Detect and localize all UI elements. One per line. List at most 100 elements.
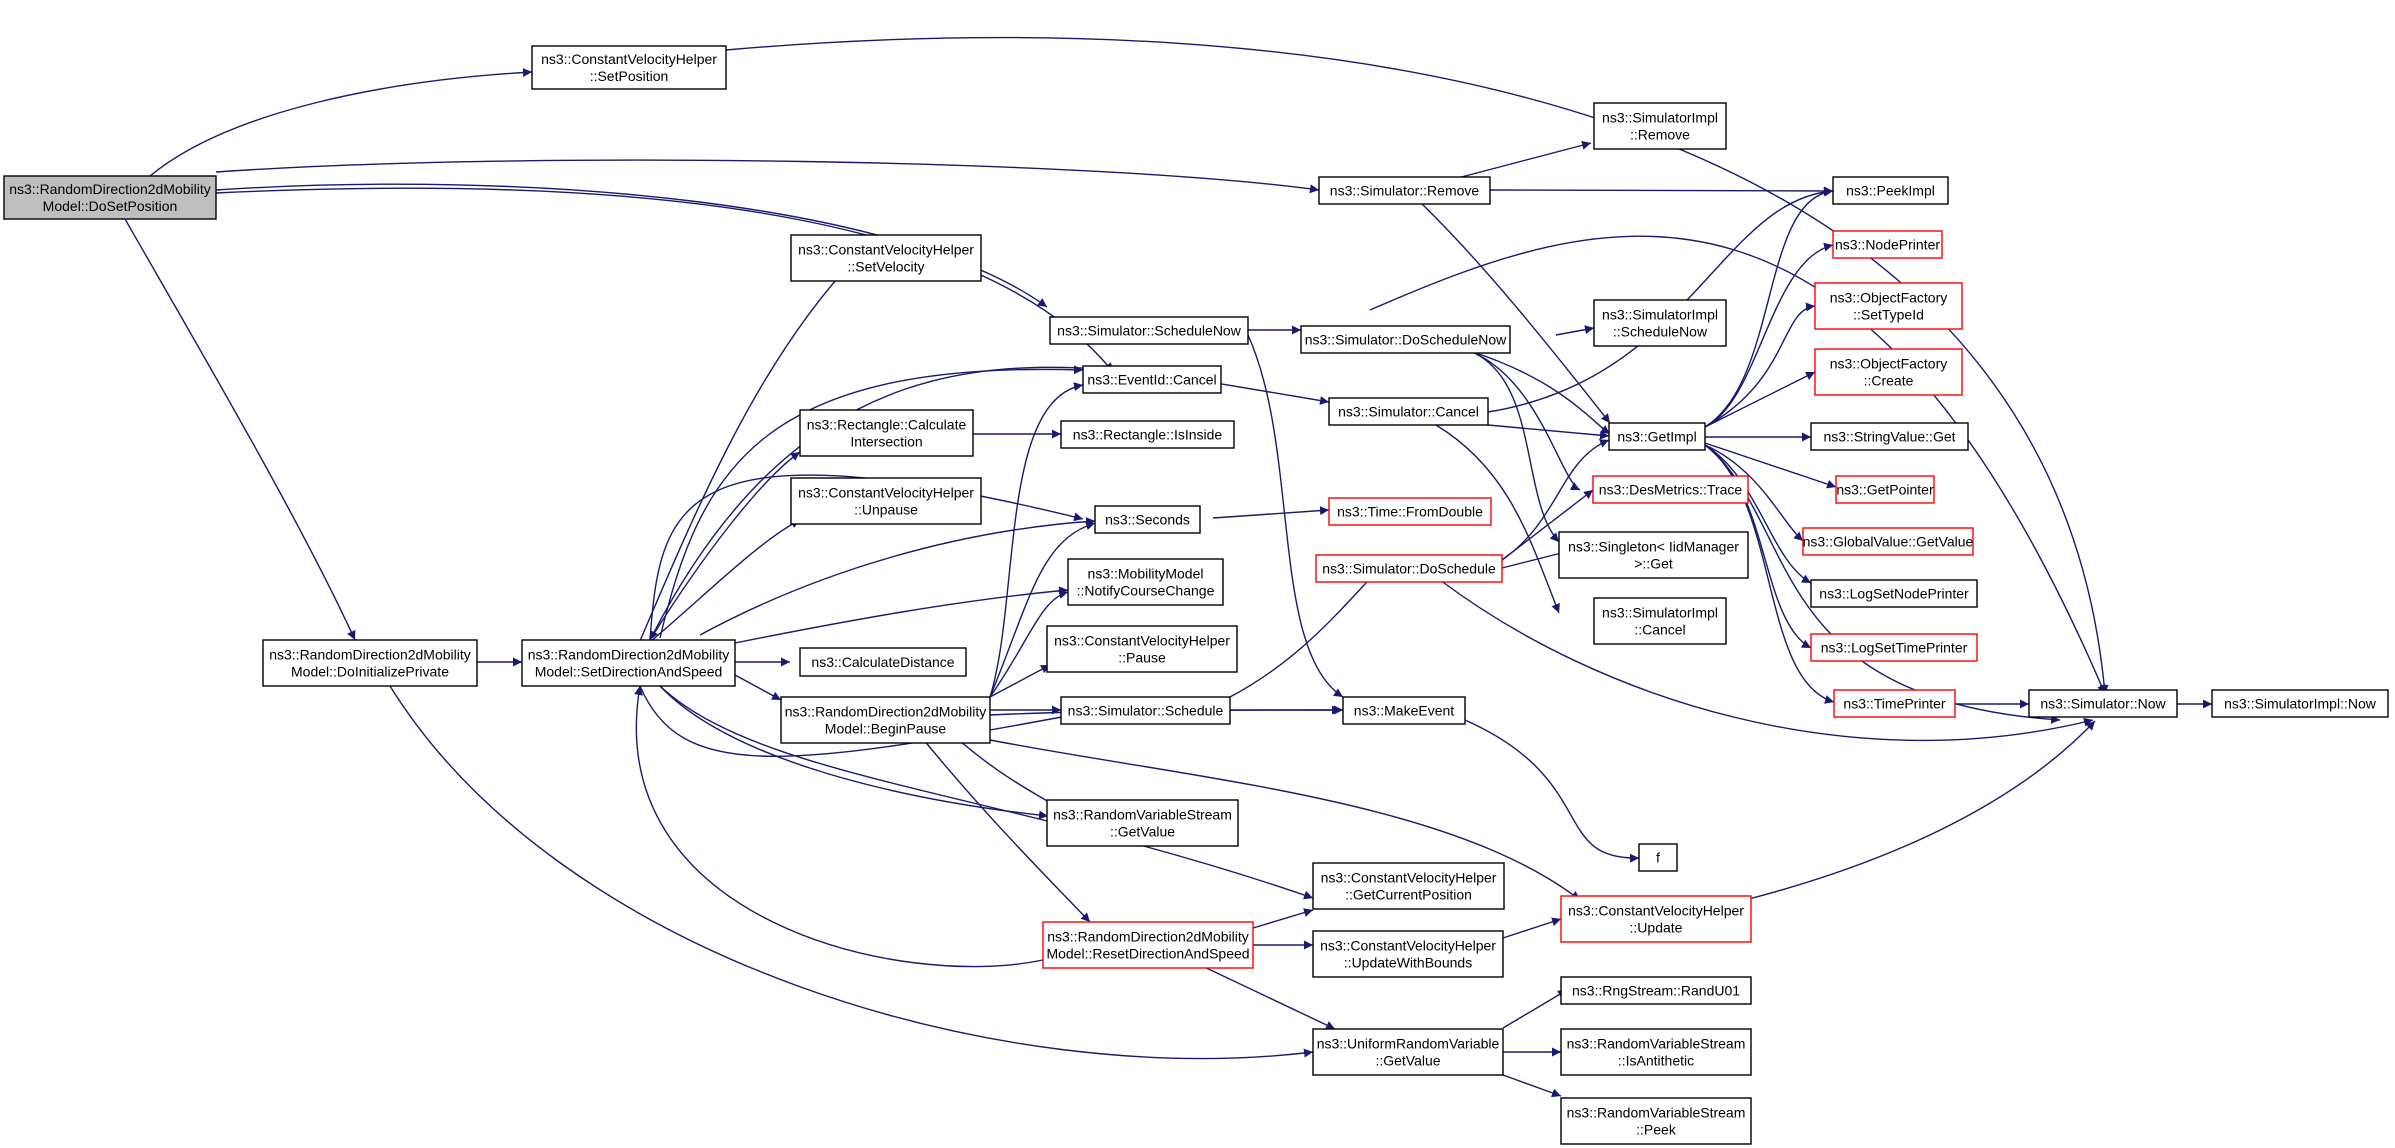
node-box (1060, 420, 1235, 449)
node-sim-now[interactable]: ns3::Simulator::Now (2028, 689, 2178, 718)
node-cvh-getpos[interactable]: ns3::ConstantVelocityHelper::GetCurrentP… (1312, 862, 1505, 910)
node-box (1082, 365, 1222, 394)
edge (1502, 989, 1568, 1029)
edge (1489, 186, 1834, 196)
node-label: Model::ResetDirectionAndSpeed (1046, 946, 1249, 962)
node-box (1832, 176, 1949, 205)
node-label: ns3::GetImpl (1617, 429, 1696, 445)
edge (989, 521, 1096, 698)
edge (389, 685, 1314, 1060)
node-rvs-getvalue[interactable]: ns3::RandomVariableStream::GetValue (1046, 799, 1239, 847)
edge (1555, 325, 1595, 336)
node-label: ns3::GetPointer (1836, 482, 1934, 498)
node-cvh-updbounds[interactable]: ns3::ConstantVelocityHelper::UpdateWithB… (1312, 930, 1504, 978)
node-box (799, 647, 967, 677)
node-label: ns3::RandomVariableStream (1053, 807, 1232, 823)
node-time-fromdouble[interactable]: ns3::Time::FromDouble (1328, 497, 1492, 526)
node-label: ::SetTypeId (1853, 307, 1924, 323)
node-label: ns3::ConstantVelocityHelper (1568, 903, 1744, 919)
node-setdir[interactable]: ns3::RandomDirection2dMobilityModel::Set… (521, 639, 736, 687)
node-resetdir[interactable]: ns3::RandomDirection2dMobilityModel::Res… (1042, 921, 1254, 969)
node-box (1833, 689, 1956, 718)
node-label: ns3::ObjectFactory (1830, 290, 1948, 306)
node-nodeprinter[interactable]: ns3::NodePrinter (1832, 230, 1943, 259)
node-of-create[interactable]: ns3::ObjectFactory::Create (1814, 348, 1963, 396)
node-makeevent[interactable]: ns3::MakeEvent (1342, 696, 1466, 725)
node-sim-schednow[interactable]: ns3::Simulator::ScheduleNow (1049, 316, 1249, 345)
node-label: ns3::RandomVariableStream (1567, 1105, 1746, 1121)
node-box (1560, 976, 1752, 1005)
node-sim-cancel[interactable]: ns3::Simulator::Cancel (1328, 397, 1489, 426)
node-sim-doschednow[interactable]: ns3::Simulator::DoScheduleNow (1300, 325, 1511, 354)
node-simimpl-now[interactable]: ns3::SimulatorImpl::Now (2211, 689, 2389, 718)
node-cvh-setpos[interactable]: ns3::ConstantVelocityHelper::SetPosition (531, 45, 727, 90)
node-box (1328, 397, 1489, 426)
node-box (1560, 1097, 1752, 1145)
node-dosetpos[interactable]: ns3::RandomDirection2dMobilityModel::DoS… (3, 175, 217, 220)
node-urv-getvalue[interactable]: ns3::UniformRandomVariable::GetValue (1312, 1028, 1504, 1076)
node-sim-dosched[interactable]: ns3::Simulator::DoSchedule (1315, 554, 1503, 583)
node-sim-remove[interactable]: ns3::Simulator::Remove (1318, 176, 1491, 205)
node-label: Model::BeginPause (825, 721, 947, 737)
node-label: ns3::UniformRandomVariable (1317, 1036, 1500, 1052)
edge (1704, 444, 1835, 704)
node-label: ns3::StringValue::Get (1823, 429, 1955, 445)
node-box (1832, 230, 1943, 259)
edge (124, 218, 356, 641)
node-getpointer[interactable]: ns3::GetPointer (1835, 475, 1935, 504)
node-cvh-unpause[interactable]: ns3::ConstantVelocityHelper::Unpause (790, 477, 982, 525)
node-rvs-isanti[interactable]: ns3::RandomVariableStream::IsAntithetic (1560, 1028, 1752, 1076)
node-cvh-pause[interactable]: ns3::ConstantVelocityHelper::Pause (1046, 625, 1238, 673)
edge (909, 722, 1091, 923)
node-cvh-setvel[interactable]: ns3::ConstantVelocityHelper::SetVelocity (790, 234, 982, 282)
edge (989, 382, 1084, 698)
node-simimpl-cancel[interactable]: ns3::SimulatorImpl::Cancel (1593, 597, 1727, 645)
edge (1704, 442, 1837, 489)
node-f[interactable]: f (1638, 843, 1678, 872)
node-label: ::SetVelocity (847, 259, 924, 275)
node-logsettimeprinter[interactable]: ns3::LogSetTimePrinter (1810, 633, 1978, 662)
node-singleton[interactable]: ns3::Singleton< IidManager>::Get (1558, 531, 1749, 579)
node-label: f (1656, 850, 1660, 866)
node-box (1318, 176, 1491, 205)
edge (989, 739, 1581, 901)
node-peekimpl[interactable]: ns3::PeekImpl (1832, 176, 1949, 205)
node-rect-inside[interactable]: ns3::Rectangle::IsInside (1060, 420, 1235, 449)
node-stringvalue-get[interactable]: ns3::StringValue::Get (1810, 422, 1969, 451)
node-simimpl-schednow[interactable]: ns3::SimulatorImpl::ScheduleNow (1593, 299, 1727, 347)
node-label: ::Remove (1630, 127, 1690, 143)
node-seconds[interactable]: ns3::Seconds (1094, 505, 1201, 534)
node-sim-schedule[interactable]: ns3::Simulator::Schedule (1060, 696, 1231, 725)
node-desmetrics[interactable]: ns3::DesMetrics::Trace (1592, 475, 1749, 504)
node-getimpl[interactable]: ns3::GetImpl (1608, 422, 1706, 451)
edge (1502, 1074, 1562, 1098)
edge (1435, 424, 1560, 614)
node-label: Model::DoInitializePrivate (291, 664, 449, 680)
edge (734, 674, 782, 701)
node-label: ns3::Simulator::Now (2040, 696, 2166, 712)
node-eventcancel[interactable]: ns3::EventId::Cancel (1082, 365, 1222, 394)
node-calcdist[interactable]: ns3::CalculateDistance (799, 647, 967, 677)
node-label: Model::SetDirectionAndSpeed (535, 664, 723, 680)
node-of-settypeid[interactable]: ns3::ObjectFactory::SetTypeId (1814, 282, 1963, 330)
node-cvh-update[interactable]: ns3::ConstantVelocityHelper::Update (1560, 895, 1752, 943)
node-timeprinter[interactable]: ns3::TimePrinter (1833, 689, 1956, 718)
node-box (1049, 316, 1249, 345)
edge (215, 159, 1320, 194)
node-label: ns3::ConstantVelocityHelper (1321, 870, 1497, 886)
node-beginpause[interactable]: ns3::RandomDirection2dMobilityModel::Beg… (780, 696, 991, 744)
node-logsetnodeprinter[interactable]: ns3::LogSetNodePrinter (1810, 579, 1978, 608)
node-label: ns3::RandomDirection2dMobility (9, 181, 211, 197)
node-rng-randu01[interactable]: ns3::RngStream::RandU01 (1560, 976, 1752, 1005)
node-globalvalue-getvalue[interactable]: ns3::GlobalValue::GetValue (1802, 527, 1974, 556)
node-simimpl-remove[interactable]: ns3::SimulatorImpl::Remove (1593, 102, 1727, 150)
node-label: ns3::ConstantVelocityHelper (798, 242, 974, 258)
node-doinit[interactable]: ns3::RandomDirection2dMobilityModel::DoI… (262, 639, 478, 687)
node-rvs-peek[interactable]: ns3::RandomVariableStream::Peek (1560, 1097, 1752, 1145)
node-label: ns3::SimulatorImpl (1602, 605, 1718, 621)
node-box (1814, 348, 1963, 396)
edge (1464, 719, 1640, 863)
node-mm-notify[interactable]: ns3::MobilityModel::NotifyCourseChange (1067, 558, 1224, 606)
node-label: ns3::RandomDirection2dMobility (1047, 929, 1249, 945)
